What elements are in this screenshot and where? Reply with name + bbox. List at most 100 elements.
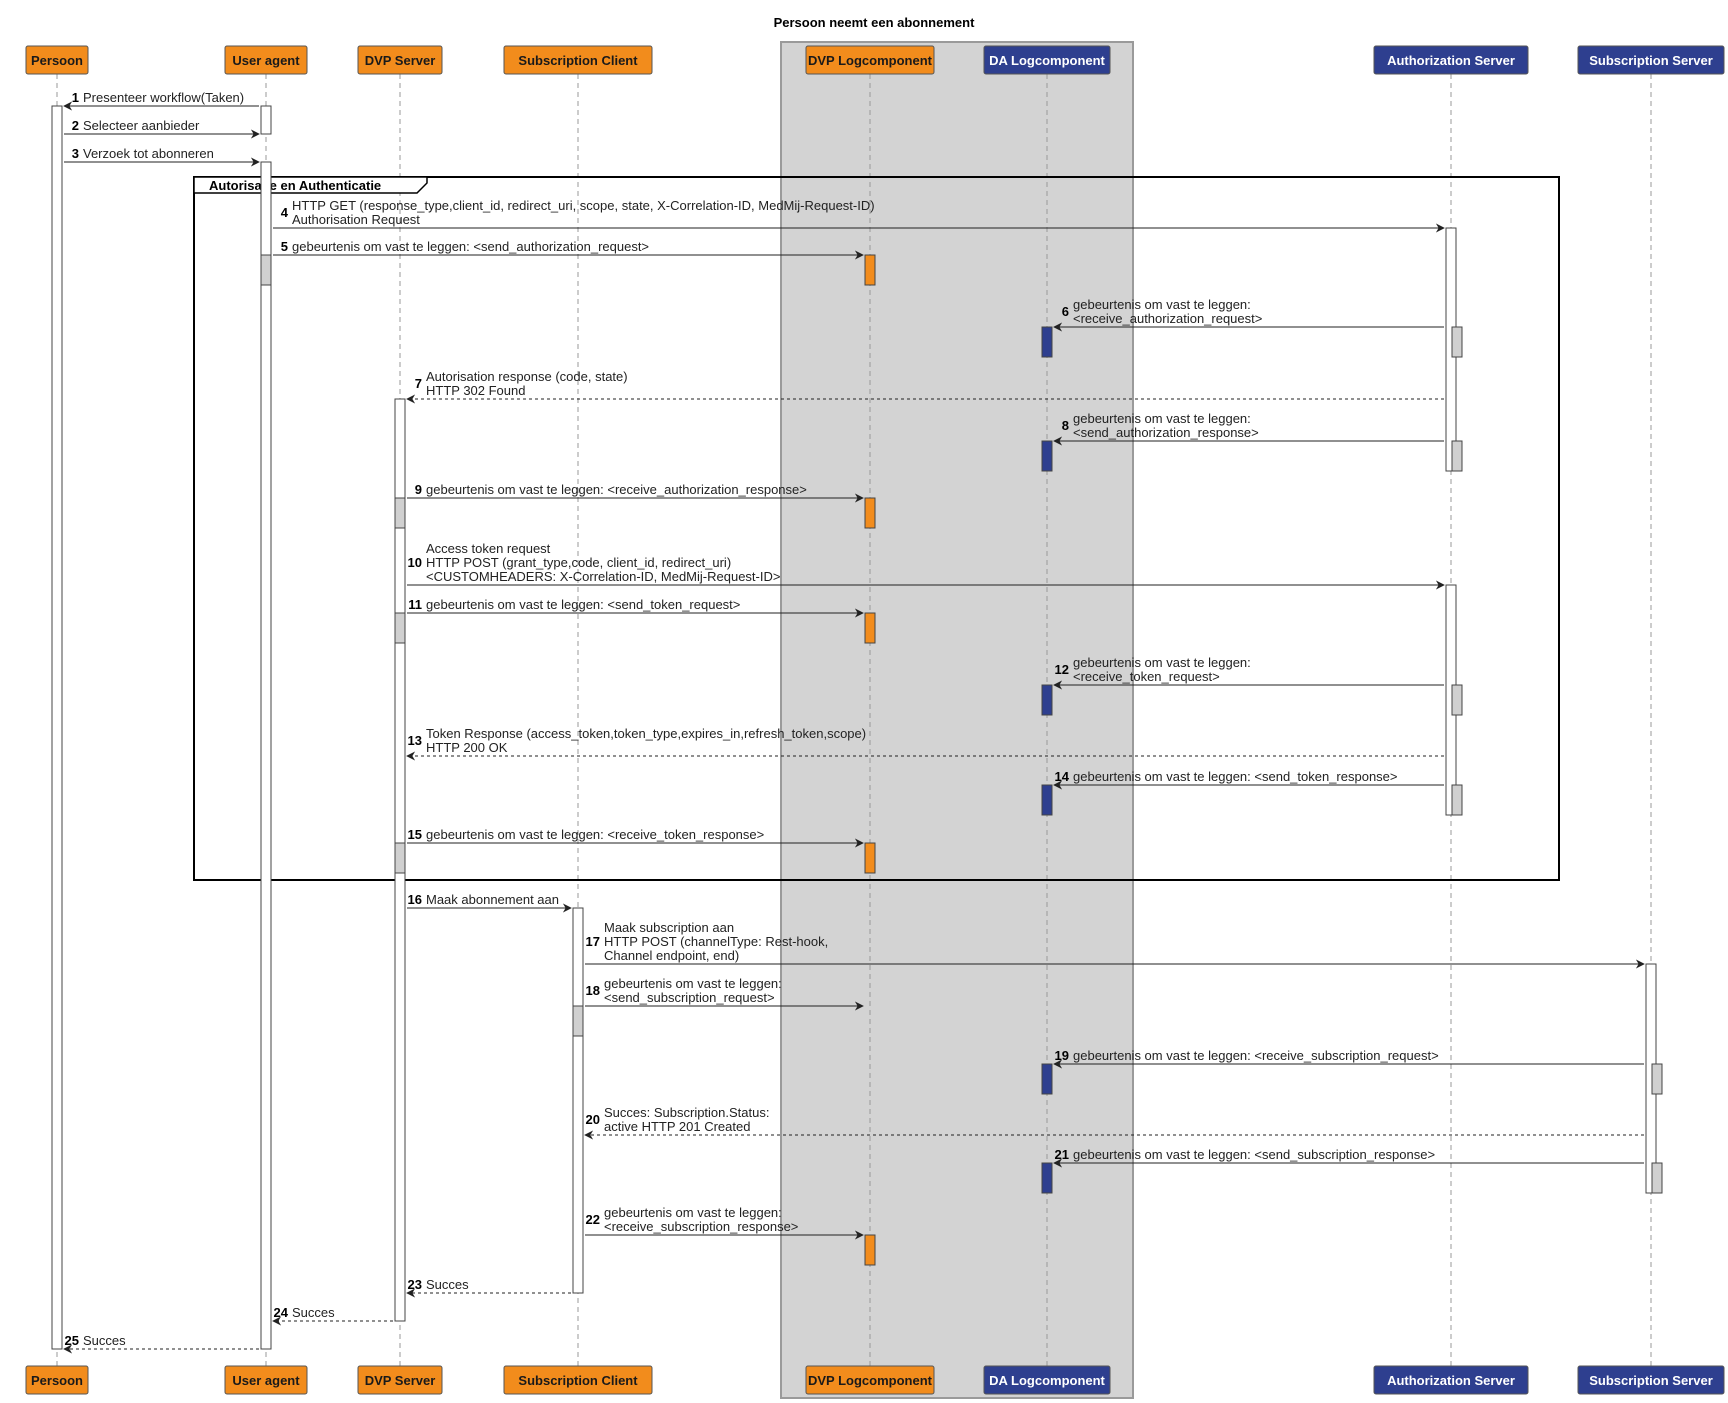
- subc-activation-log: [572, 1005, 584, 1037]
- message-label: gebeurtenis om vast te leggen: <receive_…: [426, 482, 807, 497]
- participant-label: DVP Logcomponent: [808, 1373, 933, 1388]
- message-number: 11: [408, 597, 422, 612]
- dalog-activation-4: [1041, 784, 1053, 816]
- message-label: Succes: [426, 1277, 469, 1292]
- message-number: 20: [586, 1112, 600, 1127]
- message-label: <CUSTOMHEADERS: X-Correlation-ID, MedMij…: [426, 569, 780, 584]
- message-label: gebeurtenis om vast te leggen:: [604, 976, 782, 991]
- message-number: 18: [586, 983, 600, 998]
- message-label: gebeurtenis om vast te leggen: <send_tok…: [426, 597, 740, 612]
- message-label: Token Response (access_token,token_type,…: [426, 726, 866, 741]
- message-number: 6: [1062, 304, 1069, 319]
- message-label: Maak subscription aan: [604, 920, 734, 935]
- message-number: 10: [408, 555, 422, 570]
- log-components-box: [780, 41, 1134, 1399]
- message-number: 25: [65, 1333, 79, 1348]
- participant-auth-bottom: Authorization Server: [1373, 1365, 1529, 1395]
- message-label: <send_authorization_response>: [1073, 425, 1259, 440]
- participant-dvp-bottom: DVP Server: [357, 1365, 443, 1395]
- participant-ua-top: User agent: [224, 45, 308, 75]
- participant-dalog-top: DA Logcomponent: [983, 45, 1111, 75]
- diagram-title: Persoon neemt een abonnement: [774, 15, 975, 30]
- participant-persoon-top: Persoon: [25, 45, 89, 75]
- message-label: gebeurtenis om vast te leggen:: [1073, 411, 1251, 426]
- message-label: Succes: [292, 1305, 335, 1320]
- message-label: Maak abonnement aan: [426, 892, 559, 907]
- participant-label: Subscription Server: [1589, 53, 1713, 68]
- participant-box: [1373, 1365, 1529, 1395]
- participant-box: [224, 45, 308, 75]
- participant-label: Subscription Server: [1589, 1373, 1713, 1388]
- dalog-activation-1: [1041, 326, 1053, 358]
- ua-activation-log: [260, 254, 272, 286]
- message-label: gebeurtenis om vast te leggen:: [1073, 655, 1251, 670]
- participant-box: [805, 1365, 935, 1395]
- participant-subc-bottom: Subscription Client: [503, 1365, 653, 1395]
- message-number: 24: [274, 1305, 289, 1320]
- dvp-activation-log-2: [394, 612, 406, 644]
- message-label: Authorisation Request: [292, 212, 420, 227]
- message-number: 2: [72, 118, 79, 133]
- participant-label: DVP Server: [365, 1373, 436, 1388]
- message-label: gebeurtenis om vast te leggen: <send_tok…: [1073, 769, 1398, 784]
- dvplog-activation-3: [864, 612, 876, 644]
- auth-activation-log-2: [1451, 440, 1463, 472]
- dalog-activation-3: [1041, 684, 1053, 716]
- participant-box: [1373, 45, 1529, 75]
- message-label: Autorisation response (code, state): [426, 369, 628, 384]
- message-label: gebeurtenis om vast te leggen: <send_aut…: [292, 239, 649, 254]
- message-label: <send_subscription_request>: [604, 990, 775, 1005]
- message-number: 15: [408, 827, 422, 842]
- message-number: 16: [408, 892, 422, 907]
- message-label: <receive_subscription_response>: [604, 1219, 798, 1234]
- participant-label: DVP Logcomponent: [808, 53, 933, 68]
- message-label: Access token request: [426, 541, 551, 556]
- ua-activation-1: [260, 105, 272, 135]
- message-23: 23 Succes: [406, 1277, 571, 1298]
- group-frame: [193, 176, 1560, 881]
- message-number: 23: [408, 1277, 422, 1292]
- dvp-activation-log-3: [394, 842, 406, 874]
- participant-label: User agent: [232, 53, 300, 68]
- participant-subc-top: Subscription Client: [503, 45, 653, 75]
- message-16: 16 Maak abonnement aan: [407, 892, 572, 913]
- message-label: HTTP 302 Found: [426, 383, 525, 398]
- participant-label: Authorization Server: [1387, 1373, 1515, 1388]
- message-label: HTTP POST (grant_type,code, client_id, r…: [426, 555, 731, 570]
- dalog-activation-2: [1041, 440, 1053, 472]
- dvplog-activation-2: [864, 497, 876, 529]
- message-number: 7: [415, 376, 422, 391]
- message-label: HTTP 200 OK: [426, 740, 508, 755]
- participant-box: [983, 45, 1111, 75]
- participant-box: [503, 1365, 653, 1395]
- message-label: Channel endpoint, end): [604, 948, 739, 963]
- participant-label: Subscription Client: [518, 53, 638, 68]
- message-number: 9: [415, 482, 422, 497]
- participant-box: [25, 1365, 89, 1395]
- participant-dvplog-bottom: DVP Logcomponent: [805, 1365, 935, 1395]
- participant-label: Authorization Server: [1387, 53, 1515, 68]
- persoon-activation: [51, 105, 63, 1350]
- participant-box: [805, 45, 935, 75]
- participant-label: Persoon: [31, 53, 83, 68]
- auth-activation-log-1: [1451, 326, 1463, 358]
- participant-dalog-bottom: DA Logcomponent: [983, 1365, 1111, 1395]
- dvp-activation-log-1: [394, 497, 406, 529]
- participant-persoon-bottom: Persoon: [25, 1365, 89, 1395]
- participant-subs-top: Subscription Server: [1577, 45, 1725, 75]
- message-7: 7 Autorisation response (code, state)HTTP…: [406, 369, 1444, 404]
- participant-label: DA Logcomponent: [989, 53, 1105, 68]
